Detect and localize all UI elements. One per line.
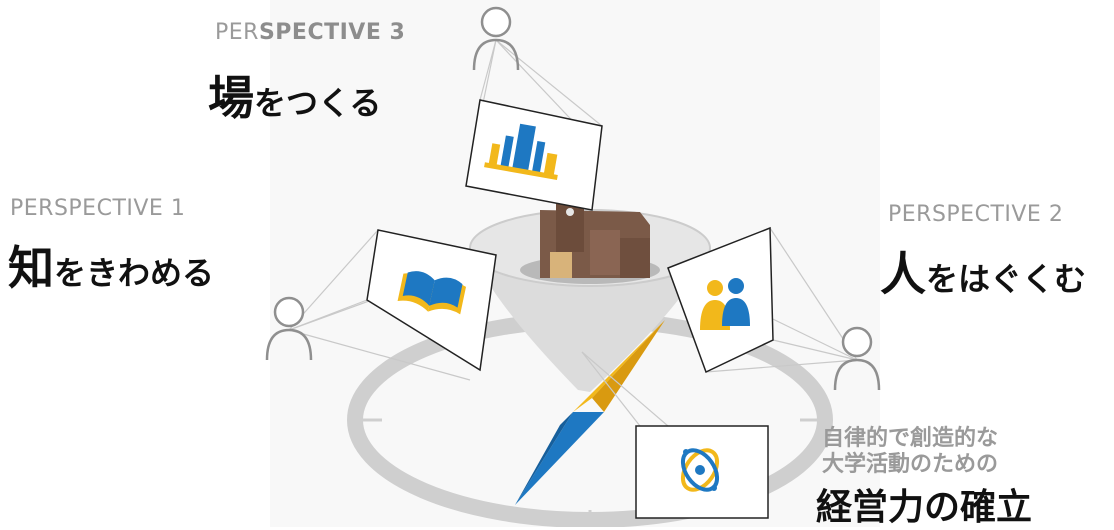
building-icon <box>484 123 558 180</box>
person-icon <box>472 6 520 71</box>
center-subtitle-line-1: 自律的で創造的な <box>822 426 999 451</box>
people-icon <box>700 278 750 330</box>
perspective-2-title-small: をはぐくむ <box>926 260 1087 298</box>
perspective-2-title: 人をはぐくむ <box>880 238 1086 304</box>
building-model <box>520 188 660 284</box>
perspective-3-label-suffix: SPECTIVE 3 <box>258 20 406 45</box>
perspective-2-title-big: 人 <box>880 247 926 301</box>
perspective-1-title: 知をきわめる <box>8 232 214 298</box>
perspective-1-title-big: 知 <box>8 241 54 295</box>
perspective-3-title: 場をつくる <box>208 62 381 128</box>
center-subtitle-line-2: 大学活動のための <box>822 452 999 477</box>
panel-atom <box>635 425 769 519</box>
panel-people <box>667 226 774 374</box>
book-icon <box>397 271 467 315</box>
perspective-3-label: PERSPECTIVE 3 <box>215 20 405 45</box>
atom-icon <box>680 448 720 492</box>
perspective-2-label: PERSPECTIVE 2 <box>888 202 1064 227</box>
perspective-3-title-big: 場 <box>208 71 254 125</box>
perspective-3-title-small: をつくる <box>254 84 382 122</box>
center-title: 経営力の確立 <box>816 487 1033 528</box>
panel-building <box>465 99 603 211</box>
person-icon <box>265 296 313 361</box>
panel-book <box>366 229 497 372</box>
perspective-1-title-small: をきわめる <box>54 254 215 292</box>
perspective-1-label: PERSPECTIVE 1 <box>10 196 186 221</box>
person-icon <box>833 326 881 391</box>
perspective-3-label-prefix: PER <box>215 20 259 45</box>
